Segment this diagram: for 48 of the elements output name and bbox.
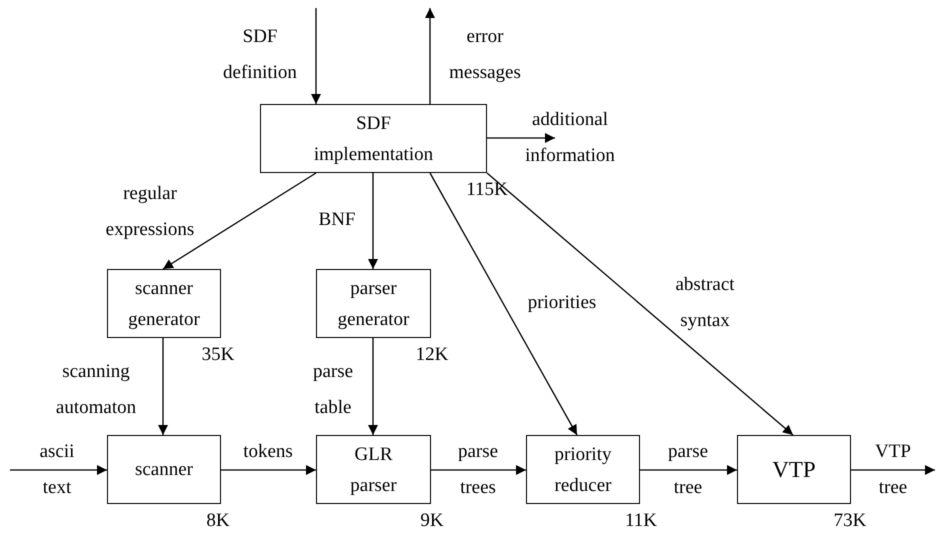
process-box bbox=[316, 435, 431, 504]
edge-label: priorities bbox=[526, 291, 598, 315]
size-label: 12K bbox=[416, 344, 448, 366]
size-label: 11K bbox=[624, 510, 658, 532]
node-label: scanner bbox=[134, 458, 194, 482]
size-label: 73K bbox=[834, 510, 866, 532]
node-label: parser generator bbox=[336, 276, 410, 332]
node-label: SDF implementation bbox=[312, 112, 434, 166]
process-box bbox=[107, 435, 221, 504]
edge-label: parse trees bbox=[456, 440, 500, 500]
node-label: VTP bbox=[772, 456, 816, 484]
arrow bbox=[487, 133, 555, 143]
edge-label: regular expressions bbox=[104, 182, 196, 242]
edge-label: SDF definition bbox=[222, 25, 298, 85]
arrow bbox=[851, 465, 935, 475]
arrow bbox=[368, 338, 378, 435]
arrow bbox=[486, 172, 794, 436]
arrow bbox=[221, 465, 316, 475]
edge-label: VTP tree bbox=[874, 440, 912, 500]
edge-label: parse table bbox=[312, 360, 354, 420]
arrow bbox=[158, 338, 168, 435]
arrow bbox=[10, 465, 107, 475]
process-box bbox=[107, 269, 221, 338]
process-box bbox=[316, 269, 431, 338]
process-box bbox=[737, 435, 851, 504]
edge-label: BNF bbox=[318, 208, 356, 232]
arrow bbox=[431, 465, 526, 475]
node-label: GLR parser bbox=[349, 442, 398, 498]
edge-label: tokens bbox=[242, 440, 294, 464]
arrow bbox=[368, 173, 378, 269]
edge-label: parse tree bbox=[666, 440, 710, 500]
node-label: scanner generator bbox=[127, 276, 201, 332]
arrow bbox=[311, 8, 321, 104]
edge-label: ascii text bbox=[38, 440, 76, 500]
process-box bbox=[260, 104, 487, 173]
arrow bbox=[425, 8, 435, 104]
size-label: 8K bbox=[206, 510, 230, 532]
edge-label: additional information bbox=[524, 108, 616, 168]
arrow bbox=[429, 172, 578, 436]
size-label: 9K bbox=[420, 510, 444, 532]
size-label: 35K bbox=[202, 344, 234, 366]
arrow bbox=[162, 172, 316, 270]
process-box bbox=[526, 435, 640, 504]
arrow bbox=[640, 465, 737, 475]
size-label: 115K bbox=[466, 179, 508, 201]
node-label: priority reducer bbox=[554, 442, 612, 498]
edge-label: error messages bbox=[448, 25, 522, 85]
edge-label: abstract syntax bbox=[674, 273, 736, 333]
